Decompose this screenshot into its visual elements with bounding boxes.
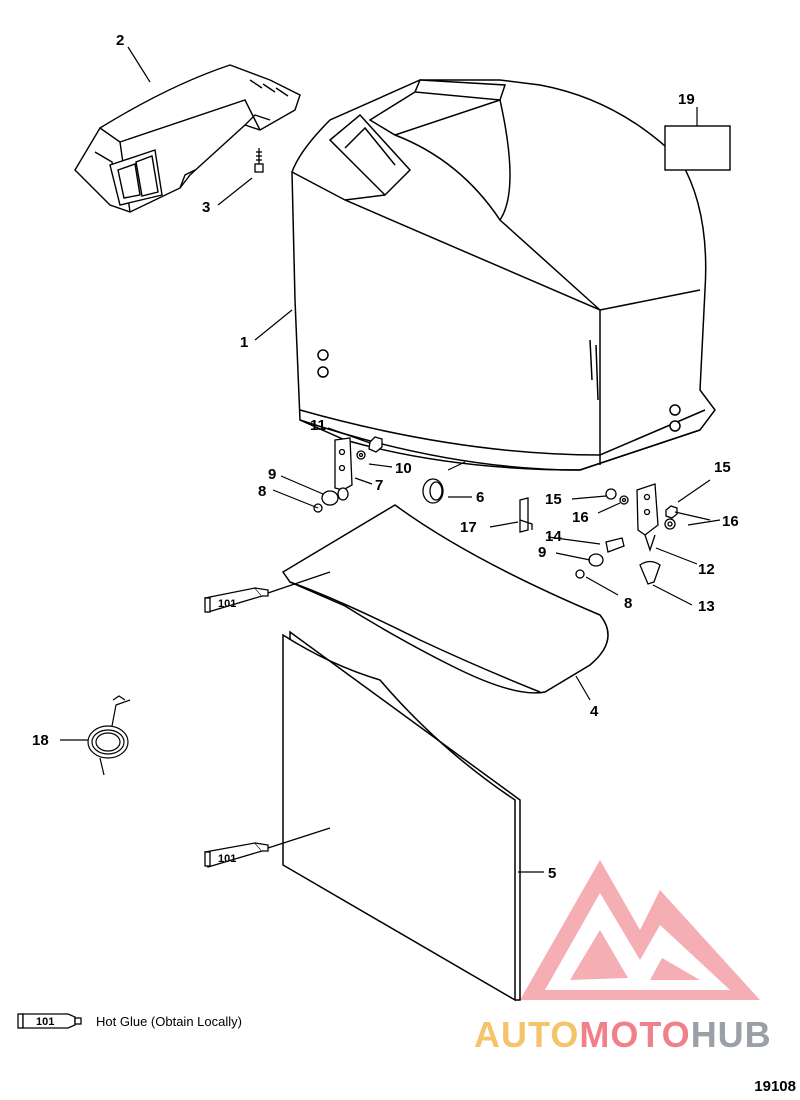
part-19-decal <box>664 125 731 171</box>
watermark-auto: AUTO <box>474 1014 580 1055</box>
callout-12: 12 <box>698 561 715 578</box>
watermark-logo <box>520 860 760 1000</box>
leader-lines <box>60 46 721 873</box>
watermark-moto: MOTO <box>579 1014 691 1055</box>
callout-8-right: 8 <box>624 595 632 612</box>
part-2-top-cover <box>74 64 301 213</box>
part-4-seal <box>281 504 609 694</box>
callout-4: 4 <box>590 703 599 720</box>
callout-6: 6 <box>476 489 484 506</box>
callout-15-right: 15 <box>714 459 731 476</box>
legend-code: 101 <box>36 1016 54 1028</box>
callout-17: 17 <box>460 519 477 536</box>
callout-1: 1 <box>240 334 248 351</box>
callout-9-left: 9 <box>268 466 276 483</box>
figure-id: 19108 <box>754 1078 796 1095</box>
watermark-text: AUTOMOTOHUB <box>474 1014 772 1056</box>
glue-tube-lower-label: 101 <box>218 853 236 865</box>
callout-18: 18 <box>32 732 49 749</box>
glue-tube-lower <box>204 827 331 868</box>
hardware-right-bracket <box>519 483 678 585</box>
callout-9-right: 9 <box>538 544 546 561</box>
glue-tube-upper <box>204 571 331 613</box>
legend-glue-icon <box>17 1013 82 1029</box>
callout-19: 19 <box>678 91 695 108</box>
callout-3: 3 <box>202 199 210 216</box>
callout-11: 11 <box>310 417 326 434</box>
callout-14: 14 <box>545 528 562 545</box>
legend-text: Hot Glue (Obtain Locally) <box>96 1014 242 1029</box>
watermark-hub: HUB <box>690 1014 772 1055</box>
part-5-panel <box>282 630 521 1002</box>
callout-10: 10 <box>395 460 412 477</box>
callout-8-left: 8 <box>258 483 266 500</box>
part-18-cable-coil <box>87 695 131 776</box>
callout-5: 5 <box>548 865 556 882</box>
callout-15-left: 15 <box>545 491 562 508</box>
callouts: 2 3 1 19 11 10 7 9 8 6 17 15 16 14 9 8 1… <box>32 32 739 882</box>
callout-16-left: 16 <box>572 509 589 526</box>
glue-tube-upper-label: 101 <box>218 598 236 610</box>
part-3-screw <box>254 148 264 173</box>
callout-2: 2 <box>116 32 124 49</box>
part-6-plug <box>422 478 444 504</box>
hardware-left-bracket <box>313 436 383 513</box>
callout-13: 13 <box>698 598 715 615</box>
callout-16-right: 16 <box>722 513 739 530</box>
part-1-top-cowl <box>291 79 716 471</box>
callout-7: 7 <box>375 477 383 494</box>
